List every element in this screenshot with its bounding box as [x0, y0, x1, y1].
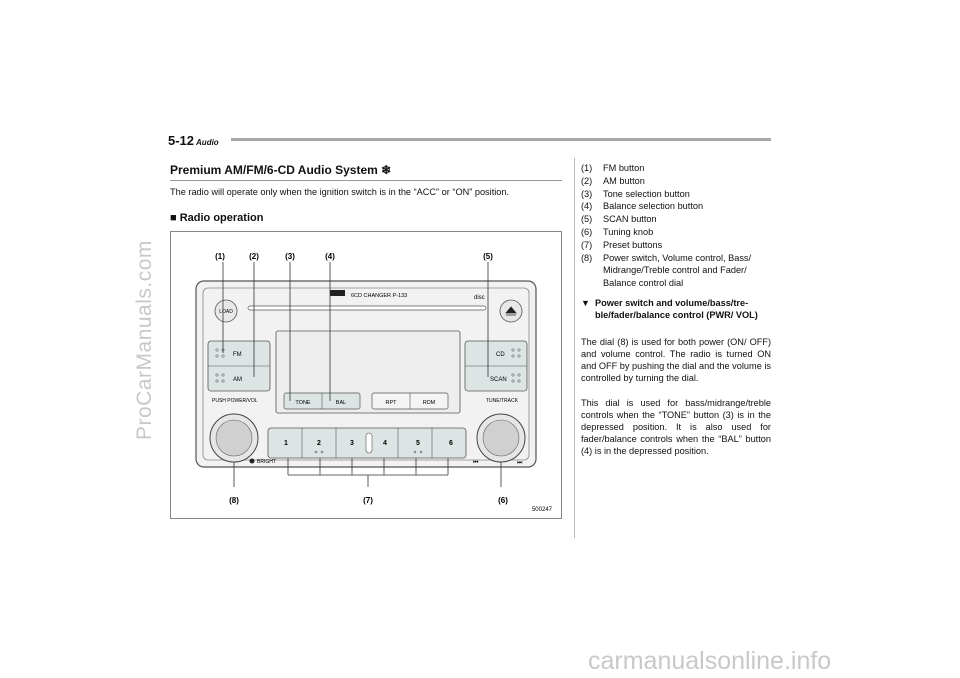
list-item: (4)Balance selection button [581, 201, 704, 212]
display-panel [275, 330, 461, 414]
list-item: (7)Preset buttons [581, 239, 663, 250]
load-label: LOAD [219, 309, 233, 315]
changer-logo [330, 290, 345, 296]
radio-illustration: 6CD CHANGER P-133 disc LOAD FM AM CD SCA… [170, 231, 562, 519]
section-name: Audio [196, 138, 219, 147]
title-text: Premium AM/FM/6-CD Audio System [170, 163, 378, 177]
preset-center-slot [365, 432, 373, 454]
subsection-heading-text: Power switch and volume/bass/tre-ble/fad… [595, 298, 758, 320]
prev-track-icon: ⏮ [473, 460, 479, 466]
body-paragraph: This dial is used for bass/midrange/treb… [581, 398, 771, 456]
push-power-label: PUSH POWER/VOL [212, 398, 258, 404]
preset-number: 6 [449, 440, 453, 447]
callout-7: (7) [363, 496, 373, 505]
title-rule [170, 180, 562, 181]
body-paragraph: The dial (8) is used for both power (ON/… [581, 337, 771, 383]
callout-4: (4) [325, 252, 335, 261]
square-bullet-icon: ■ [170, 212, 177, 224]
page-title: Premium AM/FM/6-CD Audio System ❄ [170, 163, 391, 177]
callout-lines [222, 262, 502, 487]
tone-label: TONE [295, 400, 311, 406]
subheading-text: Radio operation [179, 212, 264, 224]
changer-label: 6CD CHANGER P-133 [351, 293, 407, 299]
rdm-label: RDM [423, 400, 436, 406]
am-label: AM [233, 377, 242, 383]
intro-text: The radio will operate only when the ign… [170, 187, 510, 197]
bright-indicator [249, 458, 255, 464]
bal-label: BAL [336, 400, 346, 406]
bright-label: BRIGHT [257, 459, 276, 465]
scan-label: SCAN [490, 377, 507, 383]
disc-label: disc [474, 295, 485, 301]
preset-number: 4 [383, 440, 387, 447]
fm-label: FM [233, 352, 242, 358]
page-number: 5-12 [168, 133, 195, 148]
figure-code: 500247 [532, 507, 553, 513]
bottom-watermark: carmanualsonline.info [588, 647, 832, 675]
list-item: (8)Power switch, Volume control, Bass/ M… [581, 252, 752, 289]
preset-number: 2 [317, 440, 321, 447]
list-item: (5)SCAN button [581, 214, 657, 225]
callout-1: (1) [215, 252, 225, 261]
side-watermark: ProCarManuals.com [133, 240, 156, 440]
eject-icon [505, 306, 517, 316]
column-divider [574, 158, 575, 538]
preset-number: 1 [284, 440, 288, 447]
header-rule [231, 138, 771, 141]
component-list: (1)FM button (2)AM button (3)Tone select… [581, 162, 776, 290]
callout-2: (2) [249, 252, 259, 261]
cd-label: CD [496, 352, 505, 358]
subheading: ■ Radio operation [170, 212, 263, 224]
callout-5: (5) [483, 252, 493, 261]
list-item: (1)FM button [581, 163, 645, 173]
rpt-label: RPT [386, 400, 398, 406]
faceplate-inner [202, 287, 530, 461]
triangle-bullet-icon: ▼ [581, 298, 590, 308]
preset-number: 5 [416, 440, 420, 447]
cd-slot [247, 305, 487, 311]
subsection-heading: ▼ Power switch and volume/bass/tre-ble/f… [581, 297, 771, 321]
snowflake-icon: ❄ [381, 163, 392, 177]
list-item: (6)Tuning knob [581, 226, 654, 237]
callout-6: (6) [498, 496, 508, 505]
callout-3: (3) [285, 252, 295, 261]
next-track-icon: ⏭ [517, 460, 523, 466]
list-item: (2)AM button [581, 175, 645, 186]
preset-number: 3 [350, 440, 354, 447]
load-button [214, 299, 238, 323]
list-item: (3)Tone selection button [581, 188, 690, 199]
callout-8: (8) [229, 496, 239, 505]
tune-track-label: TUNE/TRACK [486, 398, 519, 404]
